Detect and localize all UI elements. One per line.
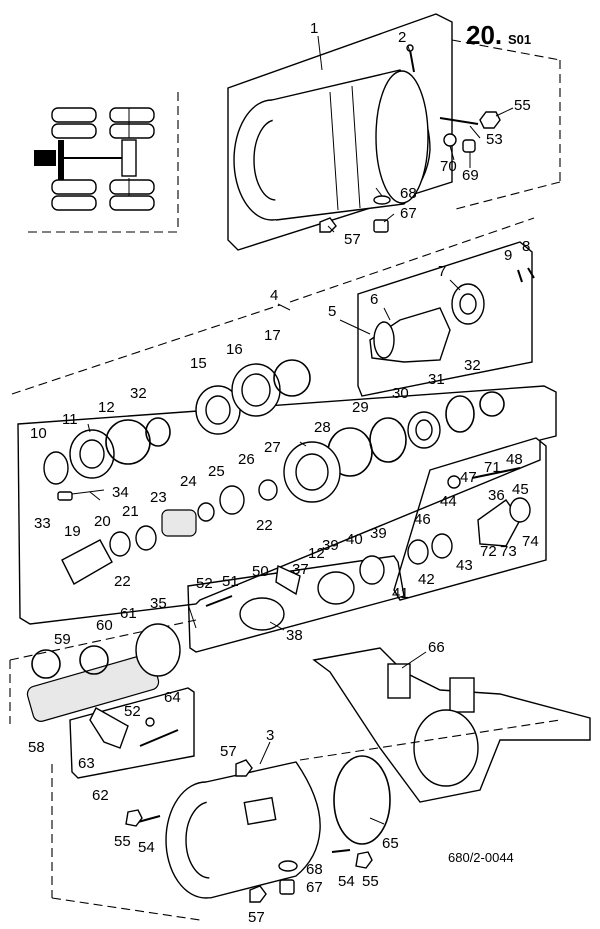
callout-6: 6: [370, 291, 378, 308]
callout-69: 69: [462, 167, 479, 184]
callout-10: 10: [30, 425, 47, 442]
section-suffix: S01: [508, 32, 531, 47]
callout-22b: 22: [114, 573, 131, 590]
callout-7: 7: [438, 263, 446, 280]
callout-4: 4: [270, 287, 278, 304]
callout-62: 62: [92, 787, 109, 804]
callout-46: 46: [414, 511, 431, 528]
callout-38: 38: [286, 627, 303, 644]
callout-66: 66: [428, 639, 445, 656]
callout-52b: 52: [124, 703, 141, 720]
differential-box-right: [393, 437, 547, 601]
gear-unit-group-4: [11, 217, 535, 397]
callout-61: 61: [120, 605, 137, 622]
callout-54b: 54: [338, 873, 355, 890]
callout-43: 43: [456, 557, 473, 574]
callout-67: 67: [400, 205, 417, 222]
section-header: 20. S01: [466, 20, 531, 50]
callout-57c: 57: [248, 909, 265, 926]
callout-34: 34: [112, 484, 129, 501]
callout-9: 9: [504, 247, 512, 264]
callout-31: 31: [428, 371, 445, 388]
callout-52: 52: [196, 575, 213, 592]
drawing-reference: 680/2-0044: [448, 850, 514, 865]
callout-64: 64: [164, 689, 181, 706]
callout-8: 8: [522, 238, 530, 255]
callout-20: 20: [94, 513, 111, 530]
wheel-icon: [51, 107, 155, 211]
callout-74: 74: [522, 533, 539, 550]
callout-1: 1: [310, 20, 318, 37]
vehicle-locator-inset: [28, 92, 179, 233]
callout-57: 57: [344, 231, 361, 248]
callout-15: 15: [190, 355, 207, 372]
callout-68b: 68: [306, 861, 323, 878]
callout-27: 27: [264, 439, 281, 456]
section-number: 20.: [466, 20, 502, 50]
callout-68: 68: [400, 185, 417, 202]
callout-40: 40: [346, 531, 363, 548]
callout-28: 28: [314, 419, 331, 436]
mounting-bracket-66: [312, 647, 591, 803]
leader-lines: [87, 35, 514, 825]
callout-29: 29: [352, 399, 369, 416]
callout-25: 25: [208, 463, 225, 480]
callout-19: 19: [64, 523, 81, 540]
callout-3: 3: [266, 727, 274, 744]
callout-48: 48: [506, 451, 523, 468]
callout-50: 50: [252, 563, 269, 580]
callout-57b: 57: [220, 743, 237, 760]
housing-group-3: [51, 719, 561, 921]
callout-67b: 67: [306, 879, 323, 896]
callout-labels: 1 2 55 53 70 69 68 67 57 9 8 4 7 6 5 17 …: [28, 20, 539, 926]
shaft-group-58-61: [9, 619, 197, 724]
callout-45: 45: [512, 481, 529, 498]
callout-55b: 55: [114, 833, 131, 850]
callout-55c: 55: [362, 873, 379, 890]
callout-12: 12: [98, 399, 115, 416]
callout-51: 51: [222, 573, 239, 590]
callout-5: 5: [328, 303, 336, 320]
callout-41: 41: [392, 585, 409, 602]
callout-55: 55: [514, 97, 531, 114]
callout-33: 33: [34, 515, 51, 532]
callout-72: 72: [480, 543, 497, 560]
callout-59: 59: [54, 631, 71, 648]
callout-30: 30: [392, 385, 409, 402]
callout-47: 47: [460, 469, 477, 486]
callout-37: 37: [292, 561, 309, 578]
callout-23: 23: [150, 489, 167, 506]
callout-71: 71: [484, 459, 501, 476]
callout-44: 44: [440, 493, 457, 510]
callout-54: 54: [138, 839, 155, 856]
callout-53: 53: [486, 131, 503, 148]
callout-70: 70: [440, 158, 457, 175]
transmission-box-main: [17, 359, 557, 625]
callout-60: 60: [96, 617, 113, 634]
callout-39: 39: [370, 525, 387, 542]
callout-63: 63: [78, 755, 95, 772]
callout-22: 22: [256, 517, 273, 534]
callout-39b: 39: [322, 537, 339, 554]
callout-42: 42: [418, 571, 435, 588]
callout-11: 11: [62, 411, 78, 428]
callout-65: 65: [382, 835, 399, 852]
shift-fork-group-35: [187, 555, 405, 653]
callout-73: 73: [500, 543, 517, 560]
housing-group-1: [227, 13, 561, 251]
callout-17: 17: [264, 327, 281, 344]
callout-58: 58: [28, 739, 45, 756]
callout-35: 35: [150, 595, 167, 612]
callout-32: 32: [130, 385, 147, 402]
callout-32b: 32: [464, 357, 481, 374]
callout-2: 2: [398, 29, 406, 46]
fork-group-62: [69, 687, 195, 779]
callout-24: 24: [180, 473, 197, 490]
callout-36: 36: [488, 487, 505, 504]
callout-16: 16: [226, 341, 243, 358]
callout-12b: 12: [308, 545, 325, 562]
callout-26: 26: [238, 451, 255, 468]
callout-21: 21: [122, 503, 139, 520]
